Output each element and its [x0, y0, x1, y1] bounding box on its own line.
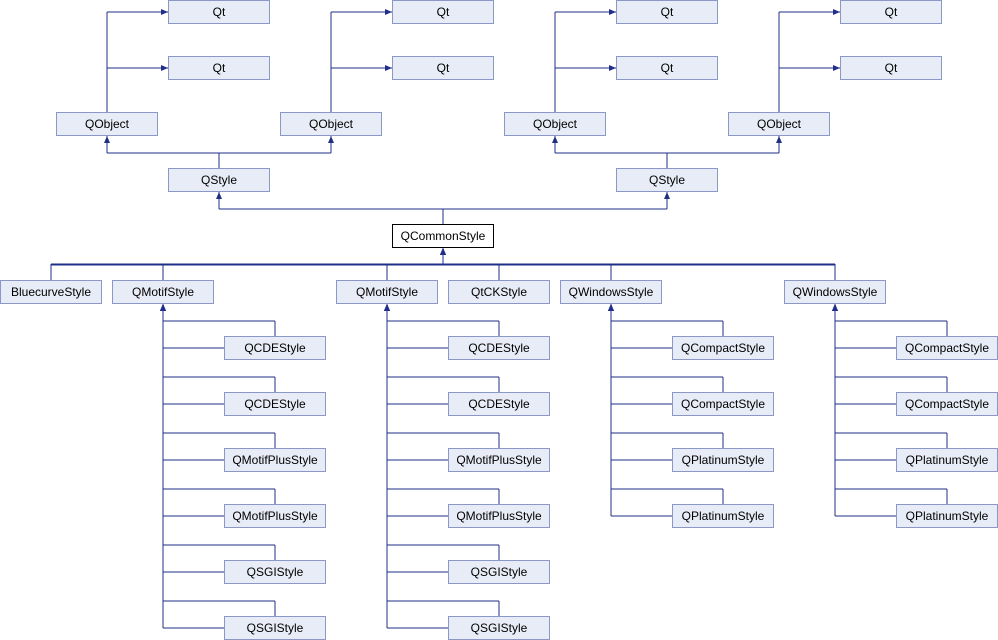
- edge-arrowhead: [161, 65, 168, 71]
- edge-arrowhead: [833, 65, 840, 71]
- class-node-qt4[interactable]: Qt: [392, 56, 494, 80]
- edge-arrowhead: [776, 136, 782, 143]
- class-node-qtck[interactable]: QtCKStyle: [448, 280, 550, 304]
- edge-arrowhead: [385, 65, 392, 71]
- class-node-sgi4[interactable]: QSGIStyle: [448, 616, 550, 640]
- class-node-qt7[interactable]: Qt: [840, 0, 942, 24]
- class-node-windows2[interactable]: QWindowsStyle: [784, 280, 886, 304]
- edge-arrowhead: [385, 9, 392, 15]
- class-node-motifplus2[interactable]: QMotifPlusStyle: [224, 504, 326, 528]
- class-node-qobject4[interactable]: QObject: [728, 112, 830, 136]
- class-node-motifplus4[interactable]: QMotifPlusStyle: [448, 504, 550, 528]
- class-node-cde1[interactable]: QCDEStyle: [224, 336, 326, 360]
- edge-arrowhead: [552, 136, 558, 143]
- edge-arrowhead: [664, 192, 670, 199]
- class-node-compact2[interactable]: QCompactStyle: [672, 392, 774, 416]
- class-node-qt3[interactable]: Qt: [392, 0, 494, 24]
- class-node-sgi3[interactable]: QSGIStyle: [448, 560, 550, 584]
- edge-arrowhead: [160, 304, 166, 311]
- edge-arrowhead: [609, 65, 616, 71]
- class-node-qt8[interactable]: Qt: [840, 56, 942, 80]
- edge-arrowhead: [832, 304, 838, 311]
- class-node-motifplus3[interactable]: QMotifPlusStyle: [448, 448, 550, 472]
- class-node-compact1[interactable]: QCompactStyle: [672, 336, 774, 360]
- class-node-qobject1[interactable]: QObject: [56, 112, 158, 136]
- class-node-qobject3[interactable]: QObject: [504, 112, 606, 136]
- class-node-bluecurve[interactable]: BluecurveStyle: [0, 280, 102, 304]
- class-node-platinum1[interactable]: QPlatinumStyle: [672, 448, 774, 472]
- class-node-platinum3[interactable]: QPlatinumStyle: [896, 448, 998, 472]
- edge-arrowhead: [328, 136, 334, 143]
- edge-arrowhead: [440, 248, 446, 255]
- class-node-cde2[interactable]: QCDEStyle: [224, 392, 326, 416]
- class-node-platinum4[interactable]: QPlatinumStyle: [896, 504, 998, 528]
- class-node-qcommonstyle: QCommonStyle: [392, 224, 494, 248]
- edge-arrowhead: [833, 9, 840, 15]
- class-node-motifplus1[interactable]: QMotifPlusStyle: [224, 448, 326, 472]
- class-node-motif1[interactable]: QMotifStyle: [112, 280, 214, 304]
- class-node-qt6[interactable]: Qt: [616, 56, 718, 80]
- class-node-compact4[interactable]: QCompactStyle: [896, 392, 998, 416]
- edge-arrowhead: [384, 304, 390, 311]
- class-node-qstyle2[interactable]: QStyle: [616, 168, 718, 192]
- class-node-qobject2[interactable]: QObject: [280, 112, 382, 136]
- class-node-motif2[interactable]: QMotifStyle: [336, 280, 438, 304]
- class-node-sgi2[interactable]: QSGIStyle: [224, 616, 326, 640]
- edge-arrowhead: [161, 9, 168, 15]
- class-node-sgi1[interactable]: QSGIStyle: [224, 560, 326, 584]
- class-node-platinum2[interactable]: QPlatinumStyle: [672, 504, 774, 528]
- class-node-qt1[interactable]: Qt: [168, 0, 270, 24]
- edge-arrowhead: [608, 304, 614, 311]
- class-node-cde3[interactable]: QCDEStyle: [448, 336, 550, 360]
- edge-arrowhead: [609, 9, 616, 15]
- class-node-windows1[interactable]: QWindowsStyle: [560, 280, 662, 304]
- edge-arrowhead: [216, 192, 222, 199]
- class-node-qstyle1[interactable]: QStyle: [168, 168, 270, 192]
- edge-arrowhead: [104, 136, 110, 143]
- class-node-qt2[interactable]: Qt: [168, 56, 270, 80]
- class-node-compact3[interactable]: QCompactStyle: [896, 336, 998, 360]
- class-node-qt5[interactable]: Qt: [616, 0, 718, 24]
- class-node-cde4[interactable]: QCDEStyle: [448, 392, 550, 416]
